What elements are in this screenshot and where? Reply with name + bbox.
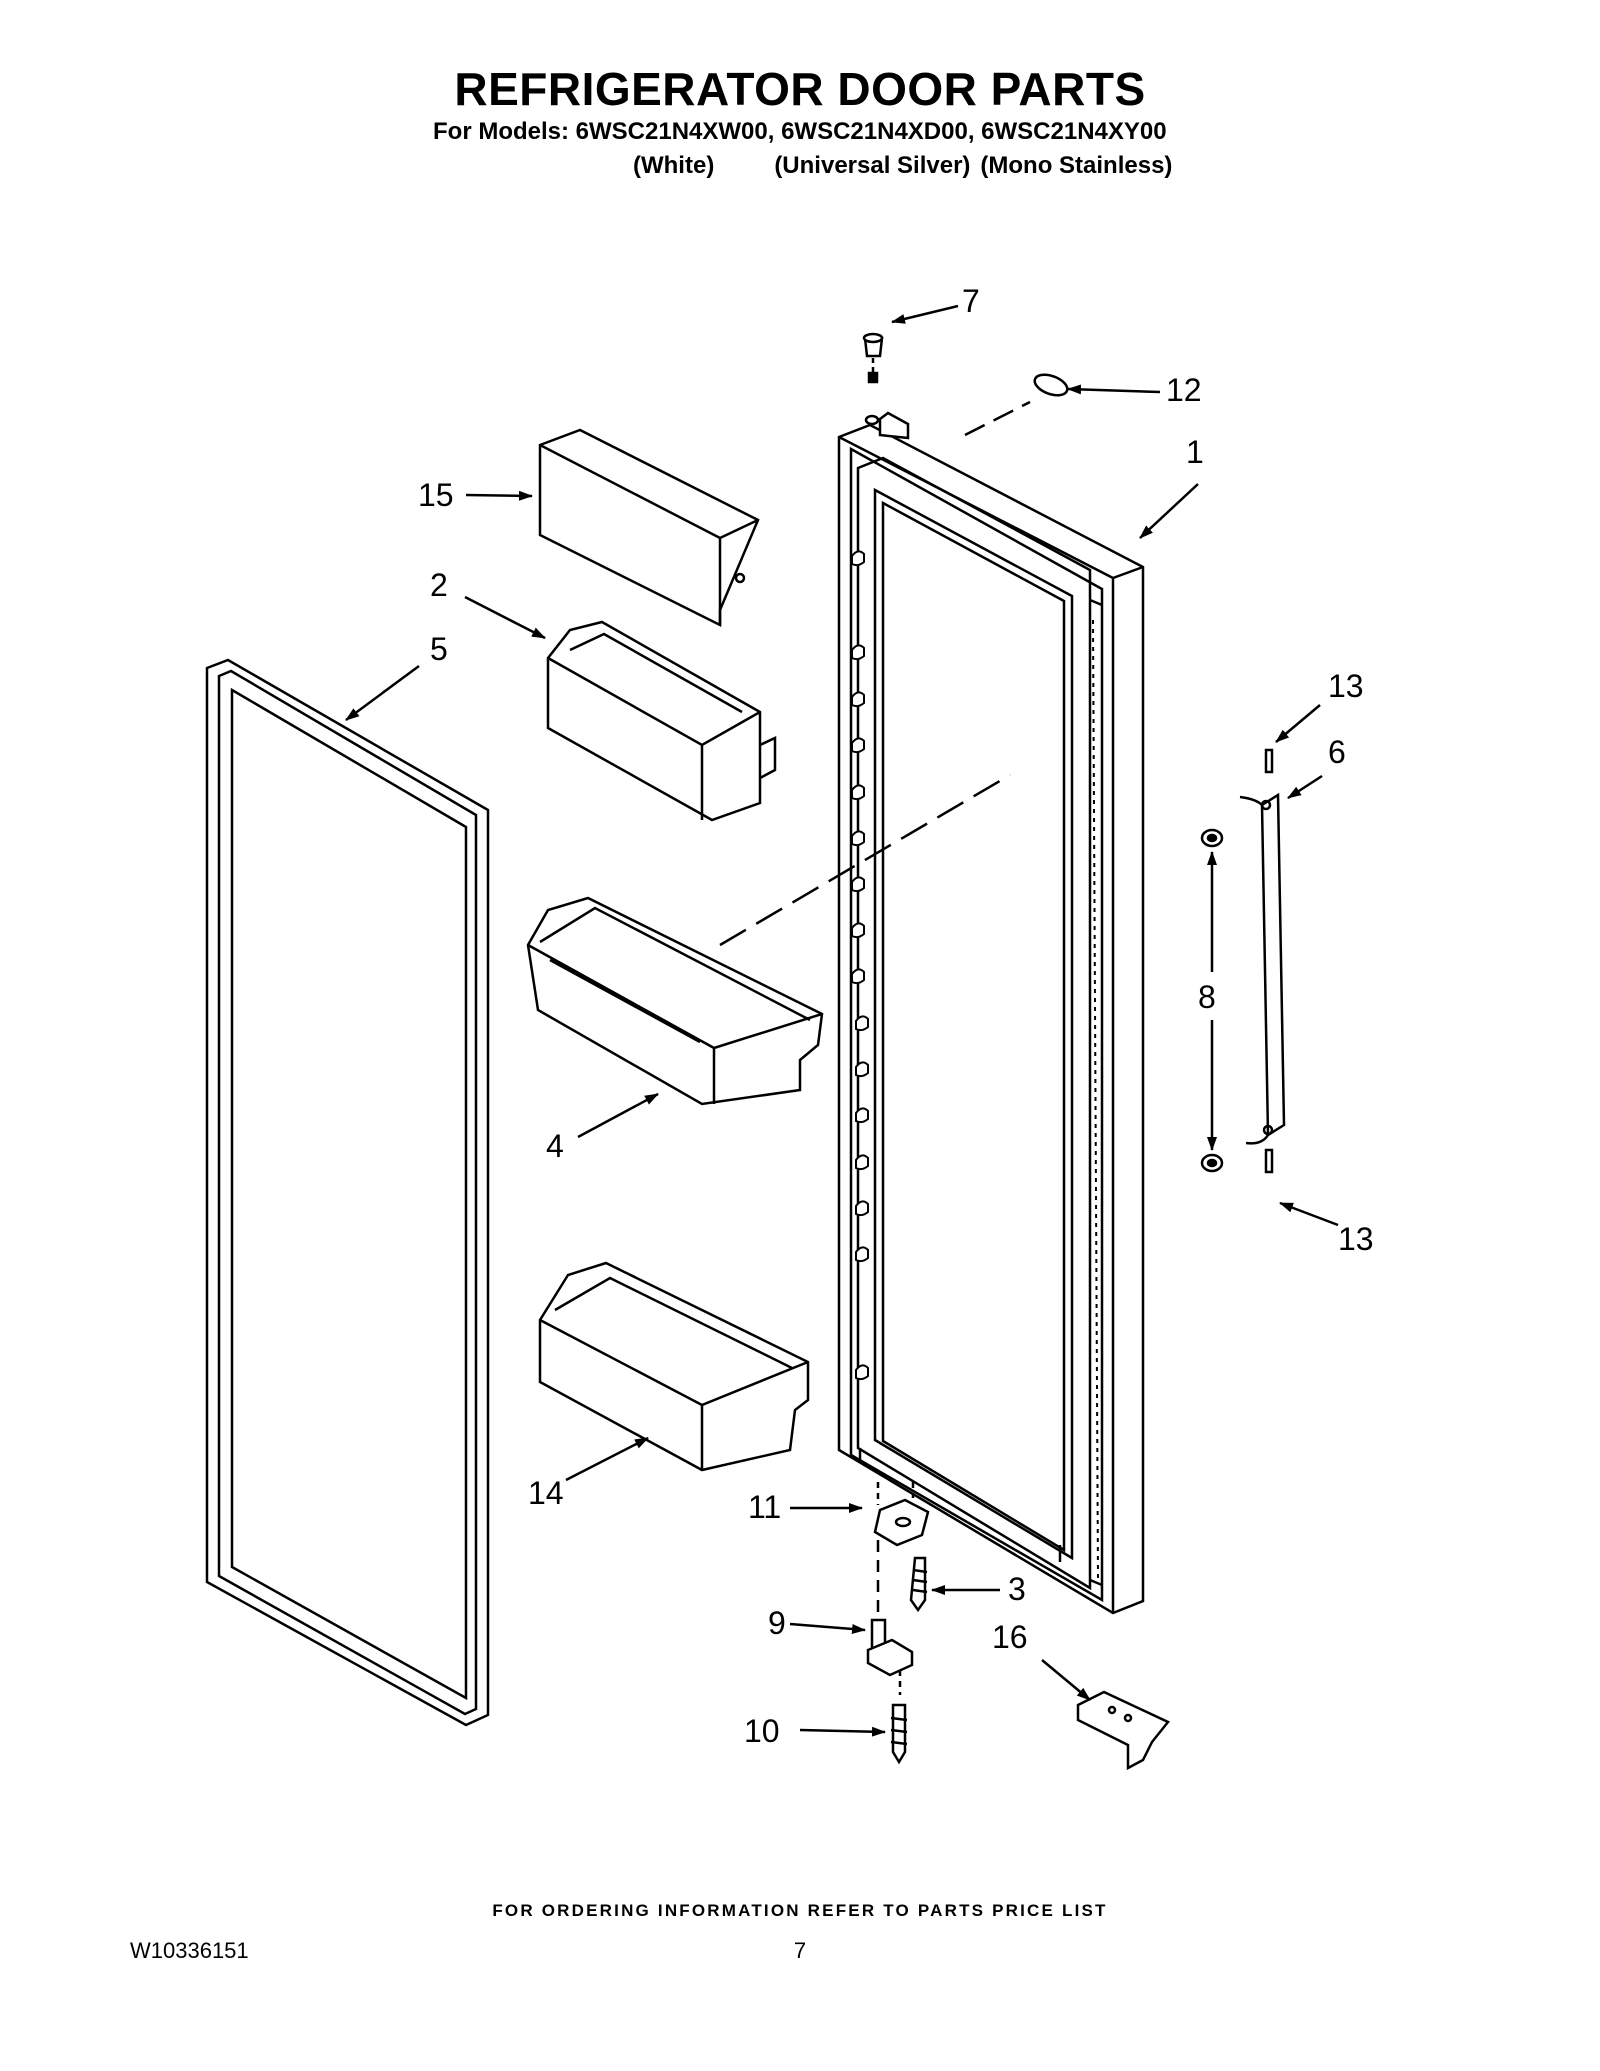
bin-guide-line: [719, 773, 1011, 947]
callout-13-lower: 13: [1338, 1221, 1374, 1257]
callout-5: 5: [430, 631, 448, 667]
handle-screws: [1264, 748, 1274, 1174]
handle-spacers: [1200, 828, 1224, 1173]
dairy-door: [538, 428, 760, 628]
dairy-bin: [546, 620, 777, 822]
page-title: REFRIGERATOR DOOR PARTS: [454, 63, 1146, 115]
ordering-note: FOR ORDERING INFORMATION REFER TO PARTS …: [492, 1901, 1108, 1920]
door-handle: [1239, 792, 1286, 1145]
hinge-washer: [964, 373, 1069, 437]
hinge-shim: [873, 1482, 930, 1547]
callout-3: 3: [1008, 1571, 1026, 1607]
document-number: W10336151: [130, 1938, 249, 1963]
callout-15: 15: [418, 477, 454, 513]
callout-8: 8: [1198, 979, 1216, 1015]
upper-hinge-pin: [862, 332, 884, 384]
variant-mono-stainless: (Mono Stainless): [980, 152, 1173, 179]
door-bin-upper: [526, 896, 824, 1106]
hinge-screw-3: [909, 1556, 928, 1613]
callout-2: 2: [430, 567, 448, 603]
variant-white: (White): [633, 152, 715, 179]
callout-6: 6: [1328, 734, 1346, 770]
callout-labels: 7 12 1 15 2 5 13 6 8 4 13 14 11 3 9 16 1…: [418, 283, 1374, 1749]
models-line: For Models: 6WSC21N4XW00, 6WSC21N4XD00, …: [433, 118, 1167, 145]
callout-7: 7: [962, 283, 980, 319]
callout-9: 9: [768, 1605, 786, 1641]
callout-11: 11: [748, 1489, 781, 1525]
bin-support-dimples: [851, 550, 869, 1381]
page-number: 7: [793, 1938, 807, 1963]
callout-leaders: [345, 304, 1339, 1737]
door-bin-lower: [538, 1261, 810, 1472]
variant-universal-silver: (Universal Silver): [774, 152, 971, 179]
door-assembly: [837, 411, 1145, 1615]
callout-10: 10: [744, 1713, 780, 1749]
callout-12: 12: [1166, 372, 1202, 408]
callout-1: 1: [1186, 434, 1204, 470]
callout-16: 16: [992, 1619, 1028, 1655]
door-gasket: [205, 658, 490, 1727]
callout-13-upper: 13: [1328, 668, 1364, 704]
hinge-cover: [1076, 1690, 1170, 1771]
callout-14: 14: [528, 1475, 564, 1511]
lower-hinge: [866, 1540, 914, 1695]
callout-4: 4: [546, 1128, 564, 1164]
model-variants: (White) (Universal Silver) (Mono Stainless…: [633, 152, 1172, 180]
hinge-screw-10: [890, 1703, 908, 1765]
